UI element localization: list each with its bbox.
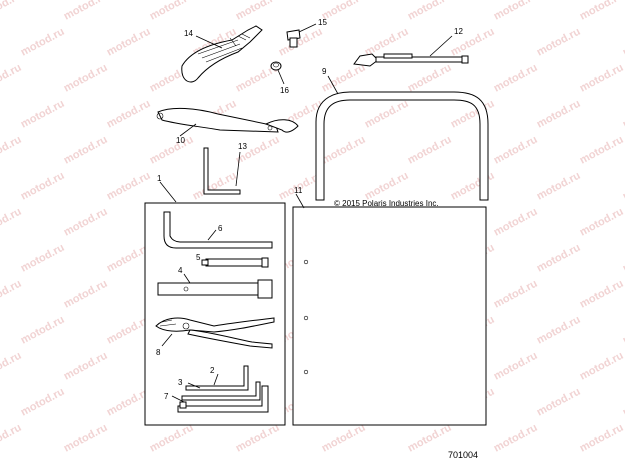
callout-7: 7 <box>164 392 169 401</box>
watermark-text: motod.ru <box>62 350 110 383</box>
part-hex-key-6 <box>163 211 273 249</box>
part-frame <box>315 91 489 201</box>
part-tool-12 <box>353 53 469 67</box>
part-bolt <box>286 29 301 48</box>
watermark-text: motod.ru <box>492 206 540 239</box>
watermark-text: motod.ru <box>578 278 625 311</box>
figure-number: 701004 <box>448 450 478 460</box>
watermark-text: motod.ru <box>19 314 67 347</box>
callout-3: 3 <box>178 378 183 387</box>
callout-8: 8 <box>156 348 161 357</box>
watermark-text: motod.ru <box>105 170 153 203</box>
watermark-text: motod.ru <box>191 170 239 203</box>
watermark-text: motod.ru <box>406 134 454 167</box>
watermark-text: motod.ru <box>535 98 583 131</box>
watermark-text: motod.ru <box>492 134 540 167</box>
watermark-text: motod.ru <box>621 314 625 347</box>
watermark-text: motod.ru <box>621 26 625 59</box>
watermark-text: motod.ru <box>449 170 497 203</box>
watermark-text: motod.ru <box>406 0 454 23</box>
callout-5: 5 <box>196 253 201 262</box>
watermark-text: motod.ru <box>578 350 625 383</box>
part-driver-5 <box>201 257 269 268</box>
part-manual <box>292 206 487 426</box>
part-allen-key-13 <box>203 147 241 195</box>
watermark-text: motod.ru <box>621 98 625 131</box>
watermark-text: motod.ru <box>62 0 110 23</box>
watermark-text: motod.ru <box>578 134 625 167</box>
watermark-text: motod.ru <box>19 98 67 131</box>
watermark-text: motod.ru <box>621 386 625 419</box>
watermark-text: motod.ru <box>0 62 24 95</box>
watermark-text: motod.ru <box>578 62 625 95</box>
watermark-text: motod.ru <box>0 206 24 239</box>
watermark-text: motod.ru <box>535 386 583 419</box>
watermark-text: motod.ru <box>0 134 24 167</box>
watermark-text: motod.ru <box>578 0 625 23</box>
callout-9: 9 <box>322 67 327 76</box>
watermark-text: motod.ru <box>148 134 196 167</box>
watermark-text: motod.ru <box>492 278 540 311</box>
copyright-notice: © 2015 Polaris Industries Inc. <box>334 199 439 208</box>
watermark-text: motod.ru <box>320 422 368 455</box>
watermark-text: motod.ru <box>492 0 540 23</box>
part-nut <box>270 61 282 71</box>
watermark-text: motod.ru <box>277 26 325 59</box>
callout-14: 14 <box>184 29 193 38</box>
watermark-text: motod.ru <box>0 278 24 311</box>
watermark-text: motod.ru <box>62 422 110 455</box>
callout-2: 2 <box>210 366 215 375</box>
part-pliers <box>155 317 275 349</box>
watermark-text: motod.ru <box>320 62 368 95</box>
watermark-text: motod.ru <box>19 170 67 203</box>
callout-4: 4 <box>178 266 183 275</box>
watermark-text: motod.ru <box>148 422 196 455</box>
watermark-text: motod.ru <box>578 422 625 455</box>
watermark-text: motod.ru <box>363 98 411 131</box>
watermark-text: motod.ru <box>621 242 625 275</box>
callout-15: 15 <box>318 18 327 27</box>
watermark-text: motod.ru <box>578 206 625 239</box>
watermark-text: motod.ru <box>19 242 67 275</box>
callout-11: 11 <box>294 186 303 195</box>
callout-16: 16 <box>280 86 289 95</box>
watermark-text: motod.ru <box>62 134 110 167</box>
callout-13: 13 <box>238 142 247 151</box>
watermark-text: motod.ru <box>62 62 110 95</box>
watermark-text: motod.ru <box>0 0 24 23</box>
watermark-text: motod.ru <box>234 422 282 455</box>
watermark-text: motod.ru <box>105 26 153 59</box>
part-socket-wrench-4 <box>157 279 273 299</box>
watermark-text: motod.ru <box>320 0 368 23</box>
watermark-text: motod.ru <box>363 170 411 203</box>
watermark-text: motod.ru <box>234 0 282 23</box>
watermark-text: motod.ru <box>0 350 24 383</box>
watermark-text: motod.ru <box>0 422 24 455</box>
watermark-text: motod.ru <box>62 278 110 311</box>
watermark-text: motod.ru <box>406 422 454 455</box>
watermark-text: motod.ru <box>492 350 540 383</box>
callout-12: 12 <box>454 27 463 36</box>
callout-1: 1 <box>157 174 162 183</box>
watermark-text: motod.ru <box>19 26 67 59</box>
callout-6: 6 <box>218 224 223 233</box>
part-hex-key-set <box>177 365 269 413</box>
watermark-text: motod.ru <box>148 0 196 23</box>
watermark-text: motod.ru <box>621 170 625 203</box>
watermark-text: motod.ru <box>492 62 540 95</box>
watermark-text: motod.ru <box>320 134 368 167</box>
watermark-text: motod.ru <box>492 422 540 455</box>
watermark-text: motod.ru <box>406 62 454 95</box>
watermark-text: motod.ru <box>535 314 583 347</box>
watermark-text: motod.ru <box>19 386 67 419</box>
callout-10: 10 <box>176 136 185 145</box>
watermark-text: motod.ru <box>535 242 583 275</box>
part-strap <box>181 25 263 83</box>
watermark-text: motod.ru <box>535 26 583 59</box>
watermark-text: motod.ru <box>535 170 583 203</box>
part-spanner-wrench <box>156 107 299 133</box>
watermark-text: motod.ru <box>105 98 153 131</box>
watermark-text: motod.ru <box>62 206 110 239</box>
